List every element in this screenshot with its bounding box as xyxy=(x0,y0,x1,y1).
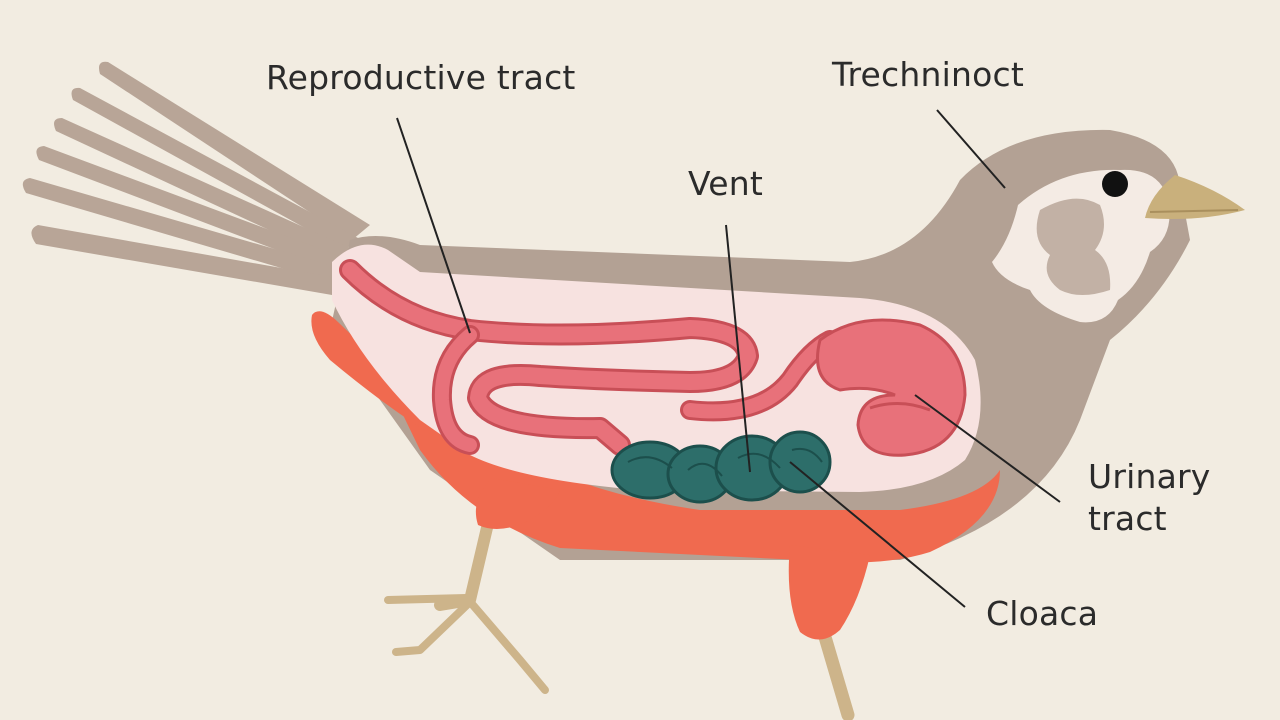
label-urinary-line1: Urinary xyxy=(1088,457,1211,496)
cheek-marking xyxy=(1036,198,1111,295)
label-vent: Vent xyxy=(688,164,763,203)
leader-line-cloaca xyxy=(789,461,966,608)
thigh-back xyxy=(475,478,560,529)
label-cloaca: Cloaca xyxy=(986,594,1099,633)
label-urinary-tract: Urinary tract xyxy=(1088,456,1211,540)
leader-line-reproductive-tract xyxy=(396,117,471,334)
leader-line-vent xyxy=(725,224,751,473)
label-urinary-line2: tract xyxy=(1088,499,1167,538)
tail-feathers xyxy=(22,61,370,295)
label-reproductive-tract: Reproductive tract xyxy=(266,58,576,97)
beak xyxy=(1145,175,1245,219)
label-trechninoct: Trechninoct xyxy=(832,55,1024,94)
tail-base xyxy=(311,311,440,440)
leader-line-urinary-tract xyxy=(914,394,1061,503)
body-cavity xyxy=(332,244,981,492)
eye xyxy=(1102,171,1128,197)
thigh-front xyxy=(788,545,870,640)
cloaca-drawing xyxy=(610,430,832,504)
leader-line-trechninoct xyxy=(936,109,1006,189)
urinary-tract-drawing xyxy=(816,318,967,457)
reproductive-tract-drawing xyxy=(339,259,840,456)
leader-lines xyxy=(396,109,1061,608)
